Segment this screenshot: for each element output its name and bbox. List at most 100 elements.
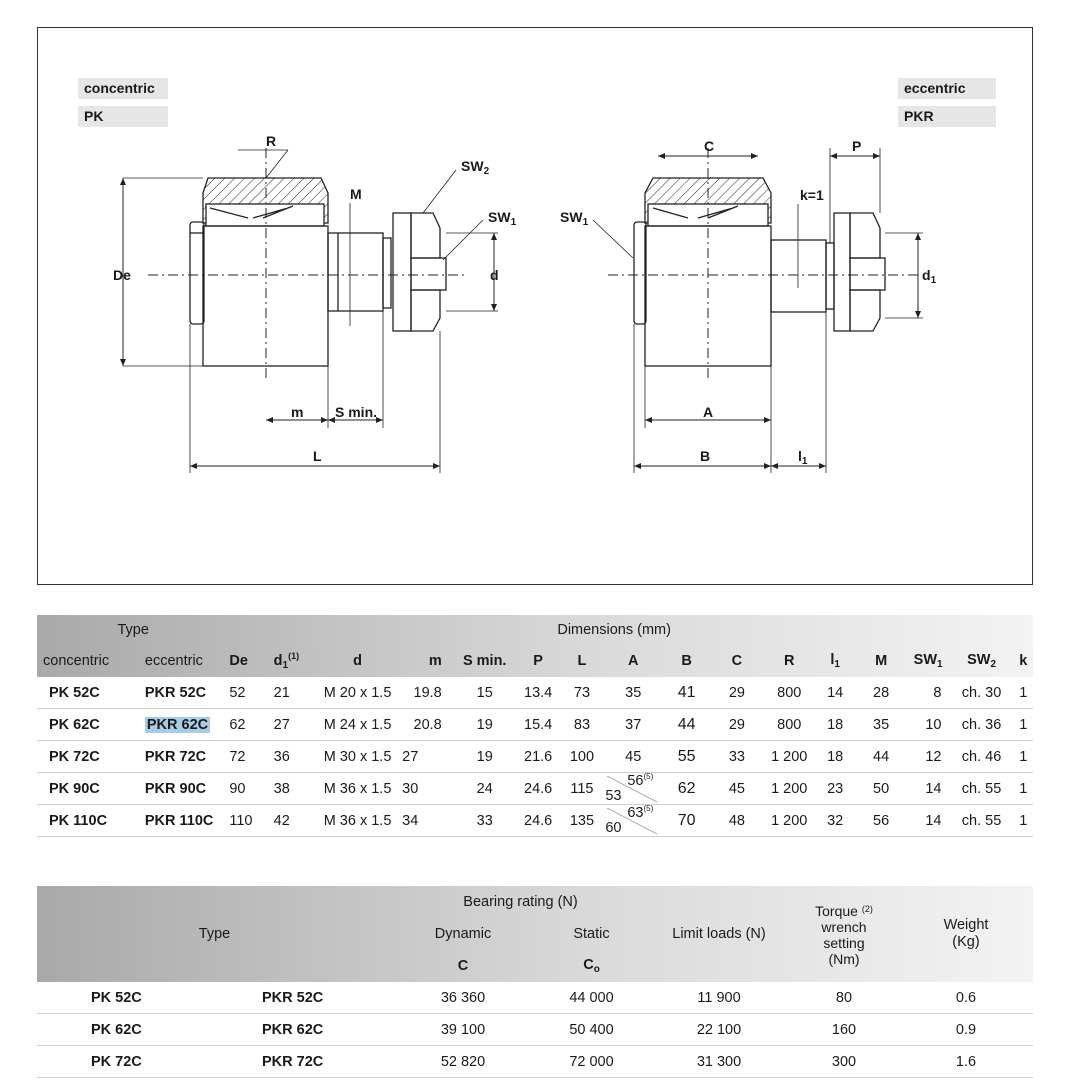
cell-S: 24 [453, 772, 516, 805]
col-B: B [681, 653, 692, 669]
label-M: M [350, 186, 362, 202]
cell-A: 37 [603, 708, 664, 741]
header-type: Type [117, 622, 149, 638]
drawing-svg: R M SW2 SW1 De d m S min. L [113, 133, 937, 473]
label-L: L [313, 448, 322, 464]
rating-header-bearing-rating: Bearing rating (N) [463, 894, 578, 910]
rating-header-weight: Weight (Kg) [943, 917, 989, 950]
cell-pk: PK 110C [37, 804, 129, 837]
col-Smin: S min. [462, 653, 507, 669]
col-l1: l1 [830, 652, 840, 670]
cell-pk: PK 90C [37, 772, 129, 805]
cell-d: M 24 x 1.5 [316, 708, 399, 741]
cell-R: 800 [763, 708, 815, 741]
cell-L: 83 [560, 708, 604, 741]
cell-m: 19.8 [398, 677, 454, 709]
cell-C: 45 [710, 772, 764, 805]
cell-P: 21.6 [515, 740, 561, 773]
eccentric-roller-view [592, 148, 923, 473]
cell-k: 1 [1013, 708, 1033, 741]
cell-pk: PK 52C [37, 982, 212, 1014]
cell-SW1: 8 [906, 677, 950, 709]
cell-SW1: 14 [906, 804, 950, 837]
table-row: PK 52C PKR 52C 52 21 M 20 x 1.5 19.8 15 … [37, 677, 1033, 709]
table-row: PK 72C PKR 72C 72 36 M 30 x 1.5 27 19 21… [37, 740, 1033, 773]
cell-m: 30 [398, 772, 454, 805]
table-row: PK 62C PKR 62C 39 100 50 400 22 100 160 … [37, 1013, 1033, 1046]
cell-k: 1 [1013, 772, 1033, 805]
table-row: PK 52C PKR 52C 36 360 44 000 11 900 80 0… [37, 982, 1033, 1014]
cell-M: 35 [855, 708, 907, 741]
cell-pk: PK 72C [37, 1045, 212, 1078]
cell-De: 90 [229, 772, 266, 805]
label-R: R [266, 133, 276, 149]
cell-pkr: PKR 62C [128, 708, 230, 741]
cell-De: 72 [229, 740, 266, 773]
cell-A-split: 53 56(5) [603, 772, 664, 805]
header-dimensions: Dimensions (mm) [557, 622, 671, 638]
col-R: R [783, 653, 795, 669]
cell-d1: 21 [265, 677, 317, 709]
cell-pk: PK 62C [37, 1013, 212, 1046]
cell-torque: 300 [789, 1045, 899, 1078]
cell-SW1: 14 [906, 772, 950, 805]
cell-static: 44 000 [534, 982, 649, 1014]
cell-m: 34 [398, 804, 454, 837]
label-SW1-right: SW1 [560, 209, 589, 228]
technical-drawing: concentric PK eccentric PKR [37, 27, 1033, 585]
cell-De: 110 [229, 804, 266, 837]
cell-pkr: PKR 72C [128, 740, 230, 773]
cell-pkr: PKR 72C [212, 1045, 392, 1078]
label-A: A [703, 404, 713, 420]
cell-weight: 1.6 [899, 1045, 1033, 1078]
label-SW1: SW1 [488, 209, 517, 228]
rating-header-static: Static [573, 926, 610, 942]
pk-tag: PK [78, 106, 168, 127]
cell-static: 72 000 [534, 1045, 649, 1078]
cell-B: 70 [663, 804, 711, 837]
cell-L: 73 [560, 677, 604, 709]
label-k1: k=1 [800, 187, 824, 203]
cell-m: 27 [398, 740, 454, 773]
cell-d1: 42 [265, 804, 317, 837]
cell-d: M 36 x 1.5 [316, 772, 399, 805]
cell-limit: 31 300 [649, 1045, 789, 1078]
col-eccentric: eccentric [144, 653, 203, 669]
selected-text[interactable]: PKR 62C [144, 716, 211, 733]
rating-header-torque: Torque (2) wrench setting (Nm) [815, 903, 873, 967]
cell-limit: 22 100 [649, 1013, 789, 1046]
cell-M: 44 [855, 740, 907, 773]
label-d1: d1 [922, 267, 937, 286]
col-d1: d1(1) [273, 651, 300, 671]
cell-k: 1 [1013, 677, 1033, 709]
col-d: d [353, 653, 362, 669]
col-k: k [1019, 653, 1028, 669]
eccentric-tag: eccentric [898, 78, 996, 99]
label-d: d [490, 267, 499, 283]
cell-dynamic: 36 360 [392, 982, 534, 1014]
cell-pkr: PKR 52C [212, 982, 392, 1014]
cell-pk: PK 72C [37, 740, 129, 773]
cell-k: 1 [1013, 804, 1033, 837]
cell-A: 45 [603, 740, 664, 773]
cell-weight: 0.6 [899, 982, 1033, 1014]
cell-torque: 160 [789, 1013, 899, 1046]
col-concentric: concentric [43, 653, 110, 669]
cell-R: 1 200 [763, 804, 815, 837]
cell-dynamic: 52 820 [392, 1045, 534, 1078]
cell-M: 50 [855, 772, 907, 805]
cell-S: 19 [453, 708, 516, 741]
cell-C: 33 [710, 740, 764, 773]
cell-d1: 38 [265, 772, 317, 805]
cell-pkr: PKR 110C [128, 804, 230, 837]
cell-pk: PK 62C [37, 708, 129, 741]
label-Smin: S min. [335, 404, 377, 420]
col-A: A [627, 653, 639, 669]
cell-d: M 30 x 1.5 [316, 740, 399, 773]
cell-SW2: ch. 46 [949, 740, 1014, 773]
label-m: m [291, 404, 303, 420]
table-header-row: concentric eccentric De d1(1) d m S min.… [37, 645, 1033, 677]
cell-B: 44 [663, 708, 711, 741]
cell-static: 50 400 [534, 1013, 649, 1046]
cell-B: 55 [663, 740, 711, 773]
